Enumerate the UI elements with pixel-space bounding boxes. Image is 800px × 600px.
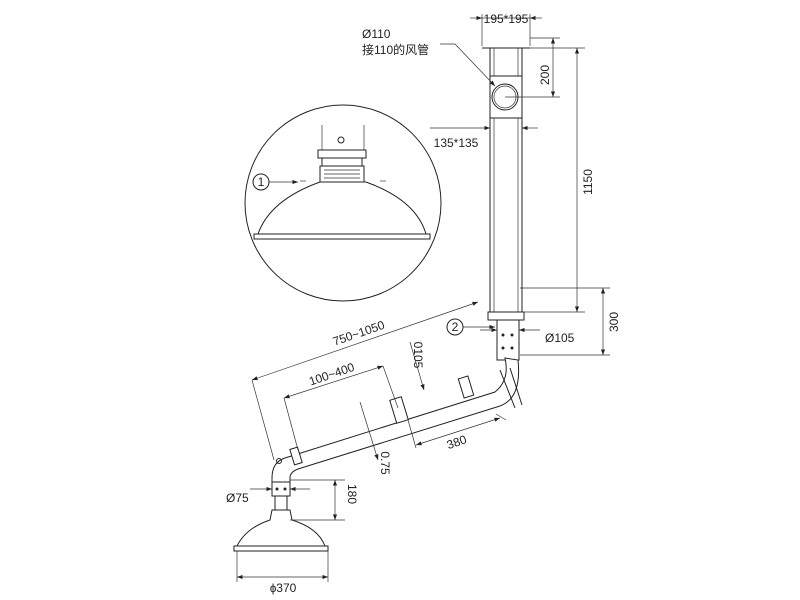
- upper-segment-label: 380: [445, 432, 469, 452]
- column-section-label: 135*135: [434, 136, 479, 150]
- joint-height-label: 300: [607, 312, 621, 332]
- hood-neck-diameter-label: Ø75: [226, 491, 249, 505]
- svg-text:2: 2: [452, 320, 459, 334]
- inlet-height-label: 200: [538, 65, 552, 85]
- hood-detail-view: 1: [244, 104, 442, 302]
- hood-diameter-label: ɸ370: [270, 581, 297, 595]
- joint-diameter-label: Ø105: [545, 331, 575, 345]
- telescopic-range-label: 100~400: [307, 360, 356, 389]
- inlet-diameter-label: Ø110: [362, 27, 391, 41]
- arm-reach-label: 750~1050: [331, 318, 387, 349]
- callout-1: 1: [258, 175, 265, 189]
- flange-size-label: 195*195: [484, 12, 529, 26]
- inlet-note-label: 接110的风管: [362, 42, 429, 57]
- inlet-note: Ø110 接110的风管: [362, 27, 496, 87]
- column-dimensions: 195*195 200 1150 135*135 300 Ø105: [430, 12, 621, 356]
- arm-diameter-label: 0105: [411, 342, 425, 369]
- lower-arm-diameter-label: 0.75: [378, 451, 392, 475]
- column-length-label: 1150: [581, 169, 595, 195]
- vertical-column: [482, 47, 560, 361]
- callout-2: 2: [446, 318, 495, 336]
- hood-neck-height-label: 180: [345, 484, 359, 504]
- extraction-hood: ɸ370 Ø75 180: [226, 479, 359, 595]
